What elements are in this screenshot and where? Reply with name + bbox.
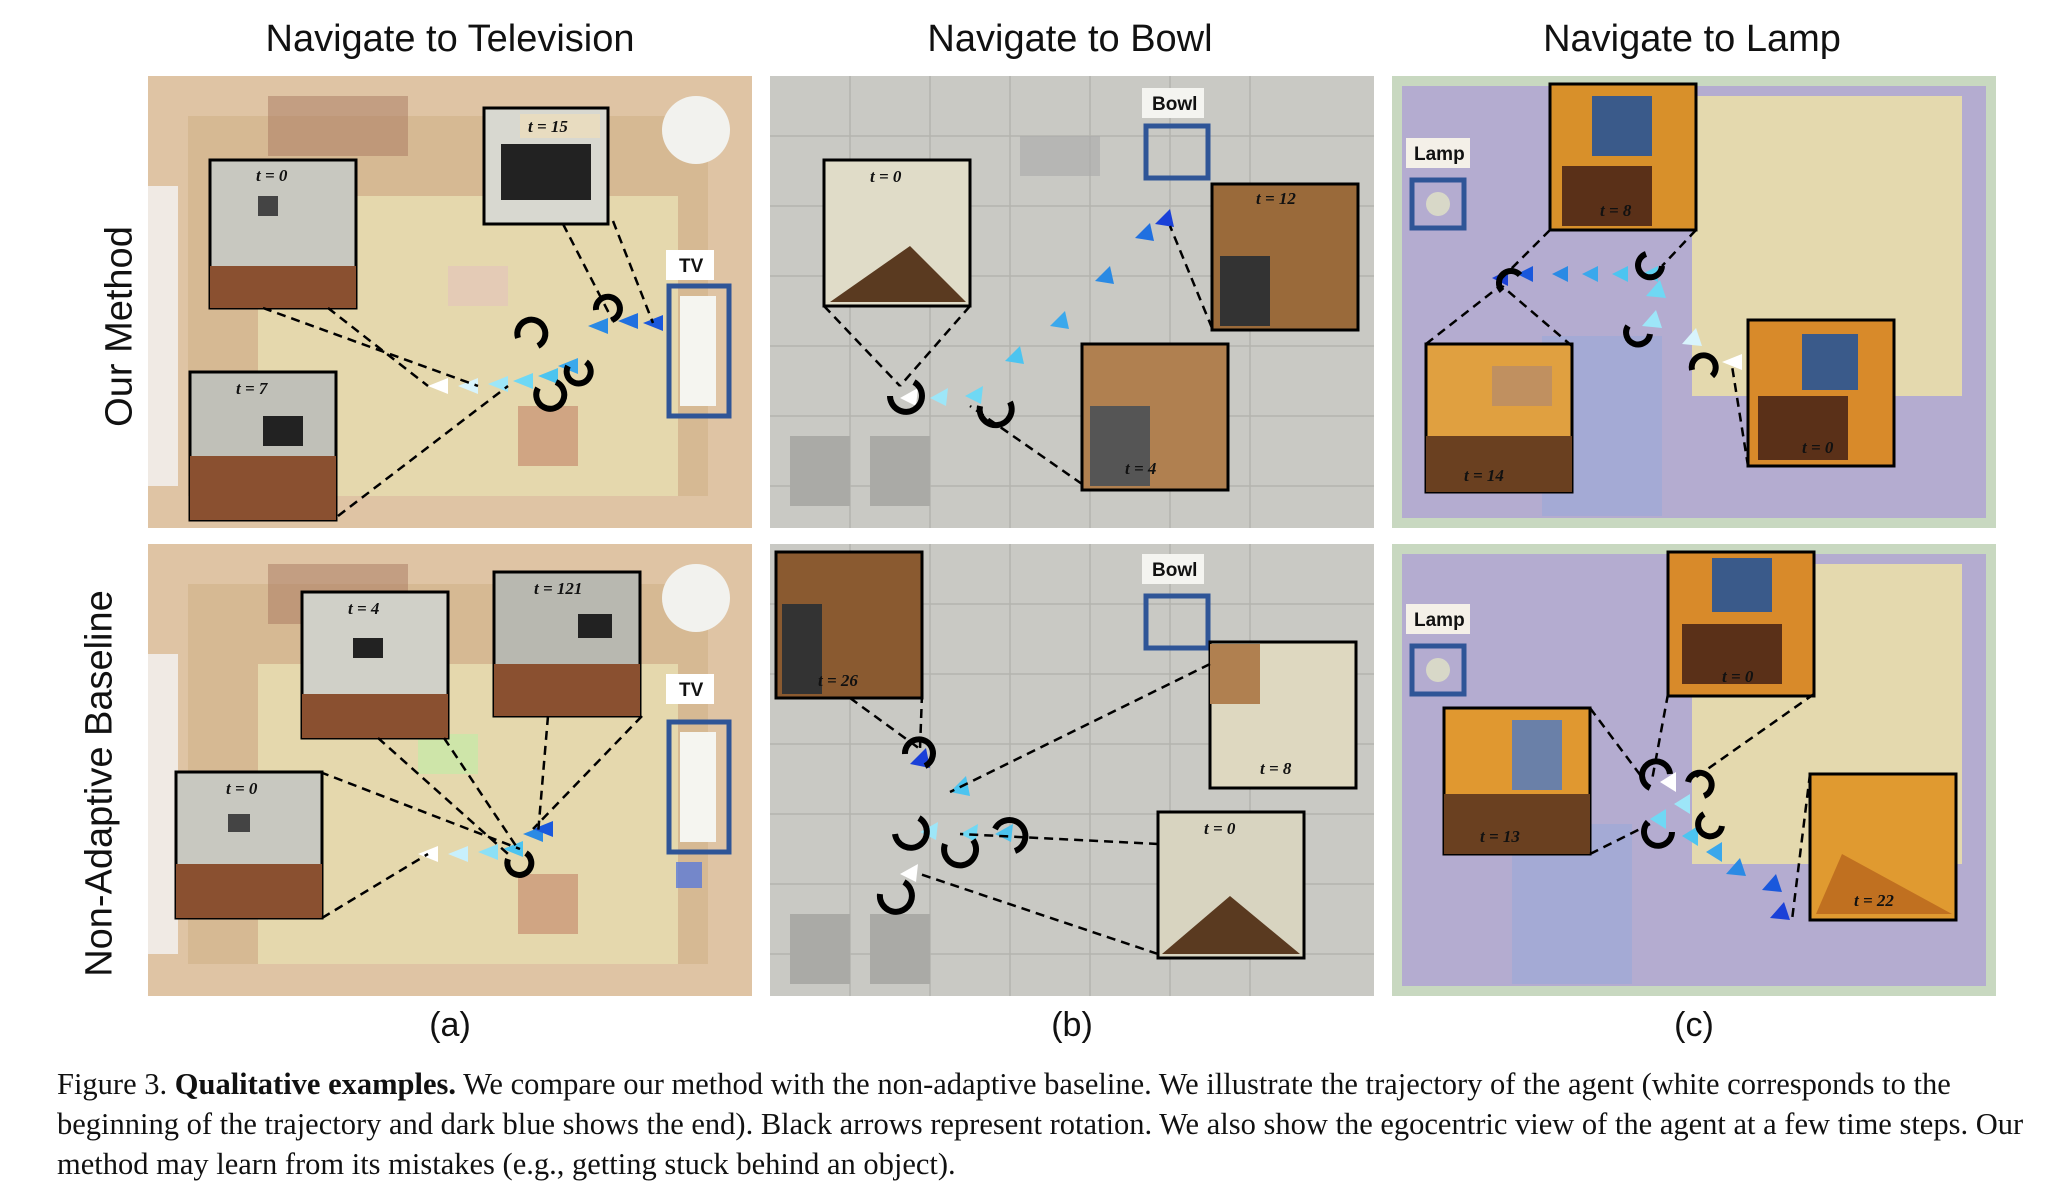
svg-text:t = 0: t = 0: [1802, 438, 1834, 457]
target-box-bowl: Bowl: [1142, 554, 1211, 651]
trajectory: [428, 313, 663, 394]
inset-view: t = 8: [1208, 640, 1358, 790]
inset-view: t = 4: [1080, 342, 1230, 492]
svg-text:t = 12: t = 12: [1256, 189, 1296, 208]
row-label-baseline: Non-Adaptive Baseline: [78, 590, 121, 977]
inset-view: t = 7: [188, 370, 338, 522]
target-box-tv: TV: [666, 674, 732, 888]
svg-text:t = 8: t = 8: [1260, 759, 1292, 778]
svg-text:t = 15: t = 15: [528, 117, 568, 136]
sub-label-a: (a): [429, 1006, 471, 1044]
inset-view: t = 13: [1442, 706, 1592, 856]
svg-text:Bowl: Bowl: [1152, 94, 1197, 115]
inset-view: t = 15: [482, 106, 610, 226]
target-box-lamp: Lamp: [1406, 138, 1470, 231]
inset-view: t = 121: [492, 570, 642, 718]
svg-text:t = 0: t = 0: [870, 167, 902, 186]
trajectory: [900, 209, 1174, 406]
svg-text:Lamp: Lamp: [1414, 144, 1465, 165]
caption-prefix: Figure 3.: [57, 1067, 175, 1101]
inset-view: t = 0: [208, 158, 358, 310]
inset-view: t = 0: [822, 158, 972, 308]
target-box-tv: TV: [666, 250, 732, 419]
panel-b-our-method: Bowl t = 0 t = 12: [770, 76, 1374, 528]
panel-a-our-method: TV t = 15: [148, 76, 752, 528]
inset-view: t = 26: [774, 550, 924, 700]
svg-text:t = 13: t = 13: [1480, 827, 1520, 846]
svg-text:t = 121: t = 121: [534, 579, 582, 598]
svg-text:t = 14: t = 14: [1464, 466, 1504, 485]
trajectory: [900, 748, 1013, 882]
inset-view: t = 0: [174, 770, 324, 920]
row-label-our-method: Our Method: [98, 226, 141, 427]
column-title-b: Navigate to Bowl: [927, 18, 1213, 60]
inset-view: t = 12: [1210, 182, 1360, 332]
svg-text:t = 0: t = 0: [256, 166, 288, 185]
sub-label-c: (c): [1674, 1006, 1714, 1044]
inset-view: t = 14: [1424, 342, 1574, 494]
inset-view: t = 0: [1156, 810, 1306, 960]
svg-text:TV: TV: [679, 256, 704, 277]
inset-view: t = 4: [300, 590, 450, 740]
svg-text:t = 7: t = 7: [236, 379, 269, 398]
column-title-a: Navigate to Television: [265, 18, 635, 60]
caption-bold: Qualitative examples.: [174, 1067, 457, 1101]
target-box-lamp: Lamp: [1406, 604, 1470, 697]
rotation-arrows: [514, 293, 623, 412]
caption-text: We compare our method with the non-adapt…: [57, 1067, 2024, 1181]
inset-view: t = 0: [1746, 318, 1896, 468]
target-box-bowl: Bowl: [1142, 88, 1211, 181]
trajectory: [1650, 772, 1790, 920]
trajectory: [1492, 266, 1742, 370]
column-title-c: Navigate to Lamp: [1543, 18, 1841, 60]
rotation-arrows: [504, 850, 535, 878]
sub-label-b: (b): [1051, 1006, 1093, 1044]
panel-b-baseline: Bowl t = 26 t = 8: [770, 544, 1374, 996]
svg-text:t = 0: t = 0: [1204, 819, 1236, 838]
inset-view: t = 22: [1808, 772, 1958, 922]
svg-text:t = 0: t = 0: [226, 779, 258, 798]
svg-text:t = 8: t = 8: [1600, 201, 1632, 220]
figure-caption: Figure 3. Qualitative examples. We compa…: [57, 1064, 2047, 1184]
svg-text:TV: TV: [679, 680, 704, 701]
inset-view: t = 8: [1548, 82, 1698, 232]
inset-view: t = 0: [1666, 550, 1816, 698]
svg-text:Bowl: Bowl: [1152, 560, 1197, 581]
panel-c-our-method: Lamp t = 8: [1392, 76, 1996, 528]
svg-text:t = 4: t = 4: [1125, 459, 1156, 478]
svg-text:t = 4: t = 4: [348, 599, 379, 618]
rotation-arrows: [876, 736, 1029, 915]
svg-text:t = 0: t = 0: [1722, 667, 1754, 686]
svg-text:t = 22: t = 22: [1854, 891, 1894, 910]
svg-text:t = 26: t = 26: [818, 671, 858, 690]
panel-a-baseline: TV t = 4 t = 121: [148, 544, 752, 996]
svg-text:Lamp: Lamp: [1414, 610, 1465, 631]
panel-c-baseline: Lamp t = 0: [1392, 544, 1996, 996]
